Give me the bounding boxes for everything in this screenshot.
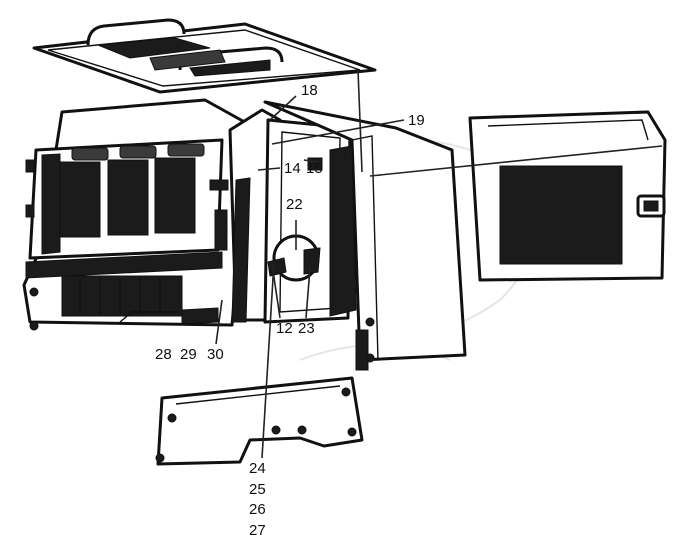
callout-30: 30 <box>207 346 224 363</box>
callout-25: 25 <box>249 481 266 498</box>
callout-22: 22 <box>286 196 303 213</box>
callout-12: 12 <box>276 320 293 337</box>
door-panel <box>468 110 667 282</box>
bottom-panel <box>155 376 364 466</box>
callout-26: 26 <box>249 501 266 518</box>
callout-19: 19 <box>408 112 425 129</box>
callout-18: 18 <box>301 82 318 99</box>
roof-panel <box>32 18 377 94</box>
callout-15: 15 <box>306 160 323 177</box>
callout-labels: 18 19 14 15 22 12 23 28 29 30 24 25 26 2… <box>155 82 425 539</box>
side-panel <box>263 100 467 371</box>
callout-24: 24 <box>249 460 266 477</box>
center-frame <box>228 108 352 324</box>
callout-28: 28 <box>155 346 172 363</box>
callout-29: 29 <box>180 346 197 363</box>
cabin-body <box>22 98 252 331</box>
leader-lines <box>215 69 663 459</box>
callout-27: 27 <box>249 522 266 539</box>
callout-23: 23 <box>298 320 315 337</box>
callout-14: 14 <box>284 160 301 177</box>
